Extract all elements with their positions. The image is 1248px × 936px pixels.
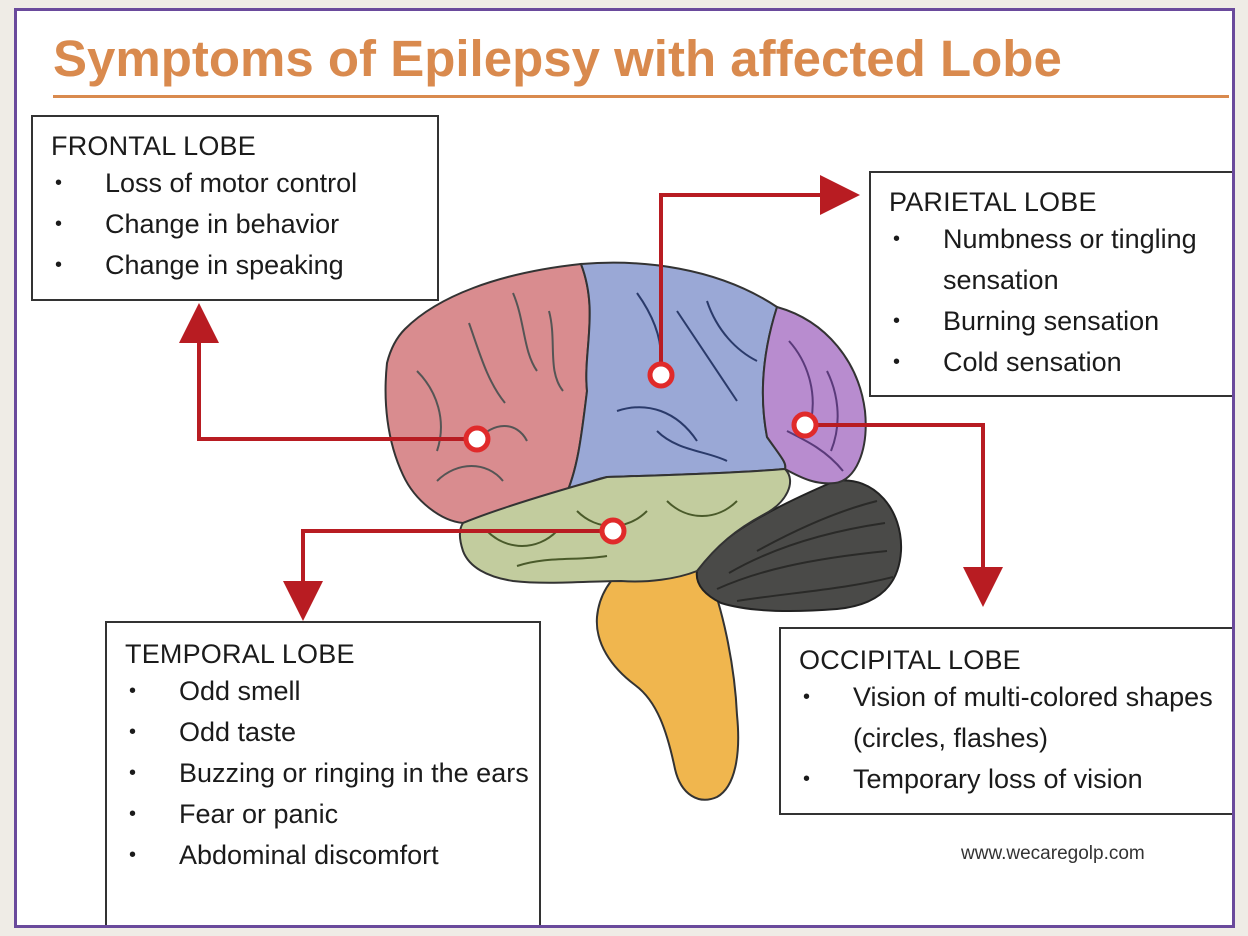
symptom-item: Buzzing or ringing in the ears bbox=[125, 753, 539, 794]
symptom-item: Odd taste bbox=[125, 712, 539, 753]
occipital-marker bbox=[794, 414, 816, 436]
frontal-lobe-heading: FRONTAL LOBE bbox=[51, 129, 437, 163]
symptom-item: Change in speaking bbox=[51, 245, 437, 286]
symptom-item: Cold sensation bbox=[889, 342, 1235, 383]
symptom-item: Change in behavior bbox=[51, 204, 437, 245]
frontal-lobe-symptoms: Loss of motor control Change in behavior… bbox=[51, 163, 437, 286]
occipital-lobe-heading: OCCIPITAL LOBE bbox=[799, 643, 1235, 677]
symptom-item: Burning sensation bbox=[889, 301, 1235, 342]
symptom-item: Fear or panic bbox=[125, 794, 539, 835]
occipital-lobe-box: OCCIPITAL LOBE Vision of multi-colored s… bbox=[779, 627, 1235, 815]
frontal-lobe bbox=[386, 264, 590, 523]
parietal-marker bbox=[650, 364, 672, 386]
temporal-lobe-heading: TEMPORAL LOBE bbox=[125, 637, 539, 671]
symptom-item: Temporary loss of vision bbox=[799, 759, 1235, 800]
frontal-lobe-box: FRONTAL LOBE Loss of motor control Chang… bbox=[31, 115, 439, 301]
parietal-lobe-symptoms: Numbness or tingling sensation Burning s… bbox=[889, 219, 1235, 383]
parietal-lobe-heading: PARIETAL LOBE bbox=[889, 185, 1235, 219]
symptom-item: Numbness or tingling sensation bbox=[889, 219, 1235, 301]
temporal-marker bbox=[602, 520, 624, 542]
symptom-item: Vision of multi-colored shapes (circles,… bbox=[799, 677, 1235, 759]
temporal-lobe-box: TEMPORAL LOBE Odd smell Odd taste Buzzin… bbox=[105, 621, 541, 928]
parietal-lobe bbox=[565, 263, 785, 497]
symptom-item: Loss of motor control bbox=[51, 163, 437, 204]
occipital-lobe-symptoms: Vision of multi-colored shapes (circles,… bbox=[799, 677, 1235, 800]
temporal-lobe-symptoms: Odd smell Odd taste Buzzing or ringing i… bbox=[125, 671, 539, 876]
symptom-item: Odd smell bbox=[125, 671, 539, 712]
source-credit: www.wecaregolp.com bbox=[961, 843, 1145, 865]
diagram-frame: Symptoms of Epilepsy with affected Lobe bbox=[14, 8, 1235, 928]
parietal-lobe-box: PARIETAL LOBE Numbness or tingling sensa… bbox=[869, 171, 1235, 397]
frontal-marker bbox=[466, 428, 488, 450]
symptom-item: Abdominal discomfort bbox=[125, 835, 539, 876]
